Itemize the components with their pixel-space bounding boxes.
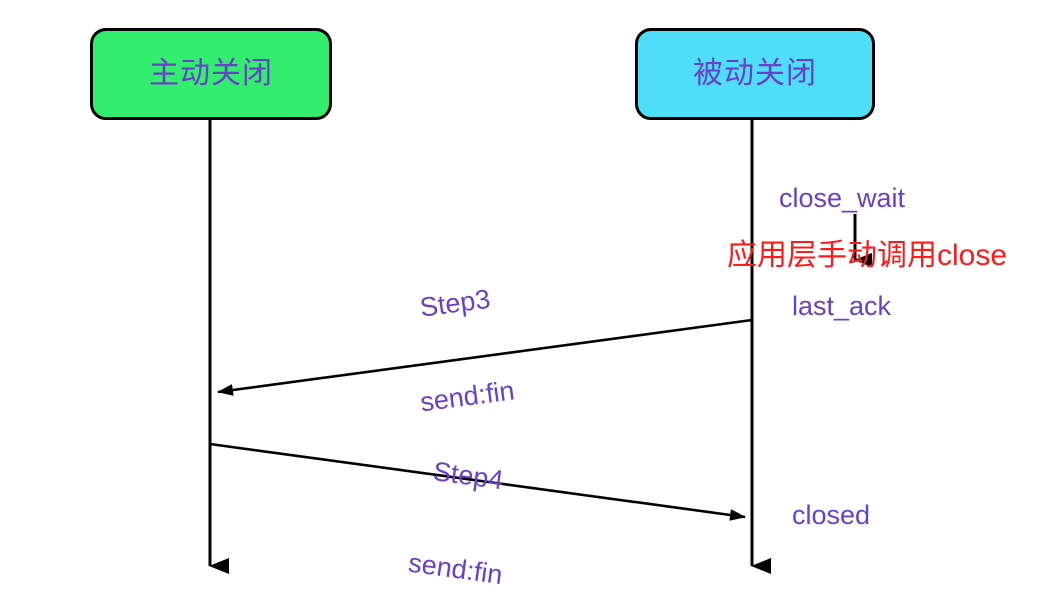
message-arrow-step4 xyxy=(209,442,746,521)
actor-label-initiator: 主动关闭 xyxy=(149,57,273,90)
message-arrow-step3 xyxy=(217,318,753,396)
message-label-step3-name: Step3 xyxy=(418,283,492,323)
actor-box-responder[interactable]: 被动关闭 xyxy=(635,28,875,120)
note-application-manual-close: 应用层手动调用close xyxy=(727,239,1008,272)
actor-label-responder: 被动关闭 xyxy=(693,57,817,90)
message-label-step4-name: Step4 xyxy=(431,455,506,495)
message-label-step4-payload: send:fin xyxy=(406,547,505,590)
state-label-closed: closed xyxy=(792,500,871,530)
state-label-last-ack: last_ack xyxy=(792,291,892,321)
state-label-close-wait: close_wait xyxy=(779,183,906,213)
actor-box-initiator[interactable]: 主动关闭 xyxy=(90,28,332,120)
